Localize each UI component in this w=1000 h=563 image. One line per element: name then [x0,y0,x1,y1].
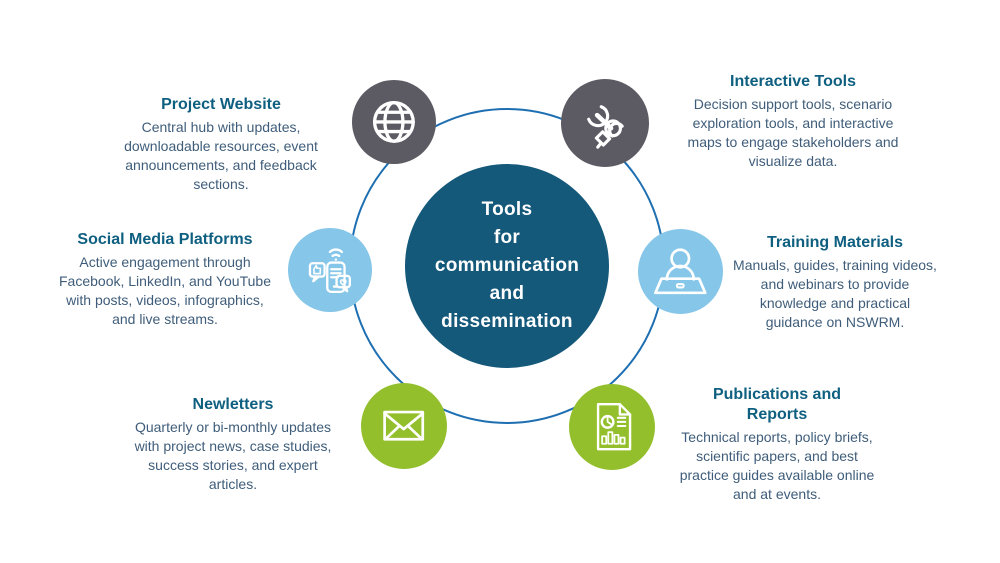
item-description: Active engagement through Facebook, Link… [59,254,271,327]
satellite-publications-reports [569,384,655,470]
globe-icon [373,101,415,143]
social-phone-icon [308,248,352,294]
satellite-social-media [288,228,372,312]
item-title: Social Media Platforms [77,231,253,248]
item-title: Training Materials [766,234,904,251]
satellite-project-website [352,80,436,164]
envelope-icon [383,411,425,441]
label-training-materials: Training Materials Manuals, guides, trai… [705,233,965,332]
item-title: Newletters [192,396,274,413]
item-description: Quarterly or bi-monthly updates with pro… [134,419,332,492]
item-description: Manuals, guides, training videos, and we… [733,257,937,330]
item-title: Project Website [161,96,281,113]
label-project-website: Project Website Central hub with updates… [91,95,351,194]
label-publications-reports: Publications and Reports Technical repor… [647,385,907,504]
item-title: Interactive Tools [730,73,856,90]
label-social-media: Social Media Platforms Active engagement… [35,230,295,329]
person-laptop-icon [654,248,707,295]
label-interactive-tools: Interactive Tools Decision support tools… [663,72,923,171]
hub-circle: Tools for communication and disseminatio… [405,164,609,368]
label-newsletters: Newletters Quarterly or bi-monthly updat… [103,395,363,494]
report-chart-icon [597,403,632,451]
satellite-training-materials [638,229,723,314]
hub-title: Tools for communication and disseminatio… [434,199,580,332]
item-description: Technical reports, policy briefs, scient… [679,429,875,502]
wrench-hand-icon [586,104,624,149]
satellite-interactive-tools [561,79,649,167]
satellite-newsletters [361,383,447,469]
item-title: Publications and Reports [712,386,841,423]
item-description: Central hub with updates, downloadable r… [124,119,318,192]
item-description: Decision support tools, scenario explora… [687,96,899,169]
